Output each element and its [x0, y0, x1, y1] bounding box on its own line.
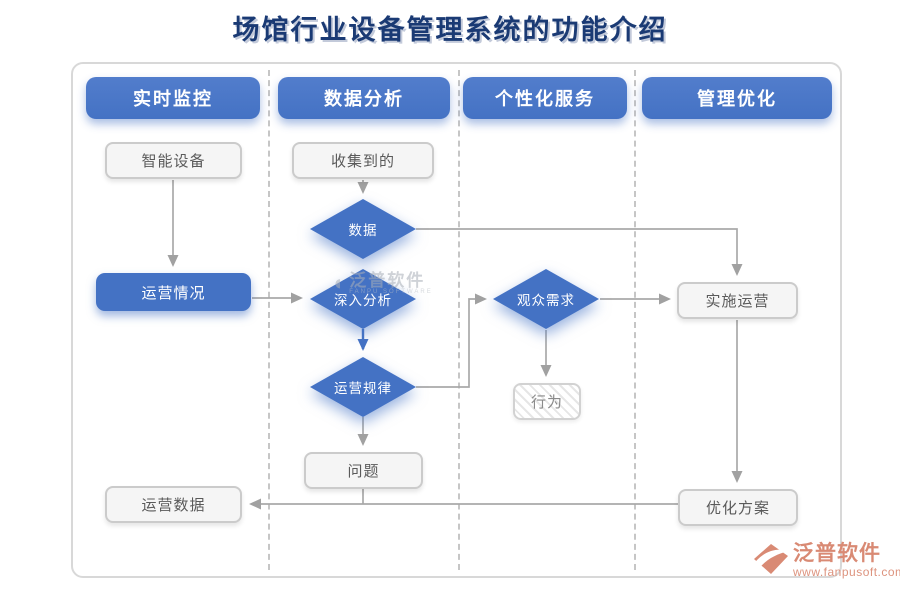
node-label: 运营规律: [334, 381, 392, 396]
node-label: 优化方案: [705, 500, 770, 517]
node-label: 运营情况: [141, 284, 206, 302]
node-problems: 问题: [304, 452, 423, 489]
arrow-data-to-implement: [416, 228, 743, 276]
node-data-diamond: 数据: [310, 199, 416, 259]
column-divider: [634, 70, 636, 570]
brand-watermark: 泛普软件 www.fanpusoft.com: [752, 543, 900, 578]
column-header-management-optimization: 管理优化: [642, 77, 832, 119]
node-label: 观众需求: [517, 293, 575, 308]
node-operation-data: 运营数据: [105, 486, 242, 523]
flow-connectors: [167, 180, 743, 510]
fanpu-logo-icon: [753, 544, 789, 574]
node-implement-operation: 实施运营: [677, 282, 798, 319]
node-audience-demand-diamond: 观众需求: [493, 269, 599, 329]
node-label: 深入分析: [334, 293, 392, 308]
flowchart-panel: 实时监控 数据分析 个性化服务 管理优化: [71, 62, 842, 578]
node-operation-rules-diamond: 运营规律: [310, 357, 416, 417]
brand-url: www.fanpusoft.com: [793, 565, 900, 579]
column-header-data-analysis: 数据分析: [278, 77, 450, 119]
brand-name: 泛普软件: [793, 542, 881, 565]
node-collected: 收集到的: [292, 142, 434, 179]
column-header-personalized-service: 个性化服务: [463, 77, 627, 119]
node-behavior: 行为: [513, 383, 581, 420]
node-label: 实施运营: [705, 293, 770, 310]
page-title: 场馆行业设备管理系统的功能介绍: [232, 15, 668, 45]
node-operation-status: 运营情况: [96, 273, 251, 311]
node-label: 行为: [530, 394, 563, 411]
column-divider: [268, 70, 270, 570]
node-deep-analysis-diamond: 深入分析: [310, 269, 416, 329]
column-header-realtime-monitoring: 实时监控: [86, 77, 260, 119]
node-label: 收集到的: [330, 153, 395, 170]
node-label: 数据: [348, 223, 378, 238]
column-divider: [458, 70, 460, 570]
node-label: 智能设备: [141, 153, 206, 170]
arrow-rules-to-audiencedemand: [416, 293, 487, 388]
node-smart-devices: 智能设备: [105, 142, 242, 179]
node-label: 问题: [347, 463, 380, 480]
node-optimization-plan: 优化方案: [678, 489, 798, 526]
node-label: 运营数据: [141, 497, 206, 514]
